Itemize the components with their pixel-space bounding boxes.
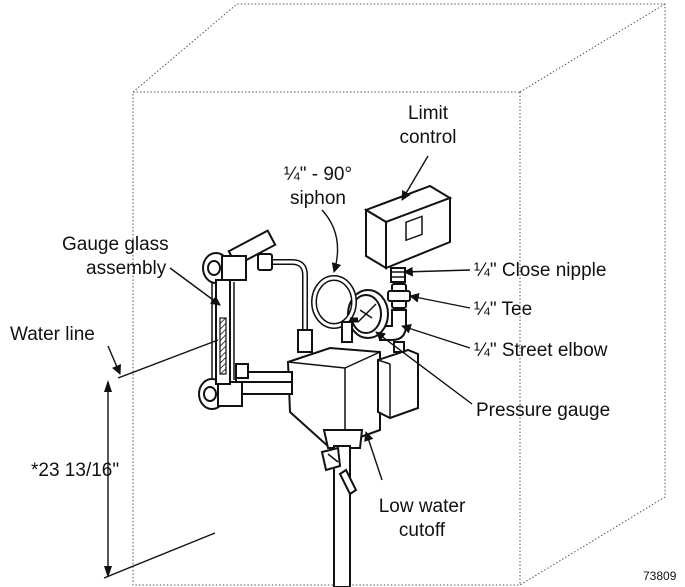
gauge-glass-assembly bbox=[198, 252, 249, 410]
label-gauge-glass-2: assembly bbox=[86, 258, 167, 279]
equalizing-tube bbox=[257, 253, 313, 353]
water-line-dimension bbox=[103, 380, 216, 579]
low-water-cutoff bbox=[286, 341, 419, 587]
label-close-nipple: ¼" Close nipple bbox=[474, 260, 606, 281]
label-low-water-1: Low water bbox=[379, 496, 466, 517]
label-tee: ¼" Tee bbox=[474, 299, 532, 320]
tee-fitting bbox=[387, 283, 411, 309]
pressure-gauge bbox=[347, 289, 389, 339]
boiler-jacket bbox=[132, 3, 666, 586]
leader-lines bbox=[107, 155, 473, 481]
figure-number: 73809 bbox=[643, 569, 677, 583]
label-street-elbow: ¼" Street elbow bbox=[474, 340, 608, 361]
label-gauge-glass-1: Gauge glass bbox=[62, 234, 169, 255]
label-siphon-1: ¼" - 90° bbox=[284, 164, 352, 185]
label-pressure-gauge: Pressure gauge bbox=[476, 400, 610, 421]
close-nipple bbox=[390, 267, 406, 283]
label-water-line: Water line bbox=[10, 324, 95, 345]
label-low-water-2: cutoff bbox=[399, 520, 446, 541]
siphon bbox=[311, 275, 358, 343]
label-limit-control-1: Limit bbox=[408, 103, 449, 124]
label-siphon-2: siphon bbox=[290, 188, 346, 209]
label-dimension: *23 13/16" bbox=[31, 460, 119, 481]
label-limit-control-2: control bbox=[399, 127, 456, 148]
limit-control bbox=[363, 184, 453, 270]
